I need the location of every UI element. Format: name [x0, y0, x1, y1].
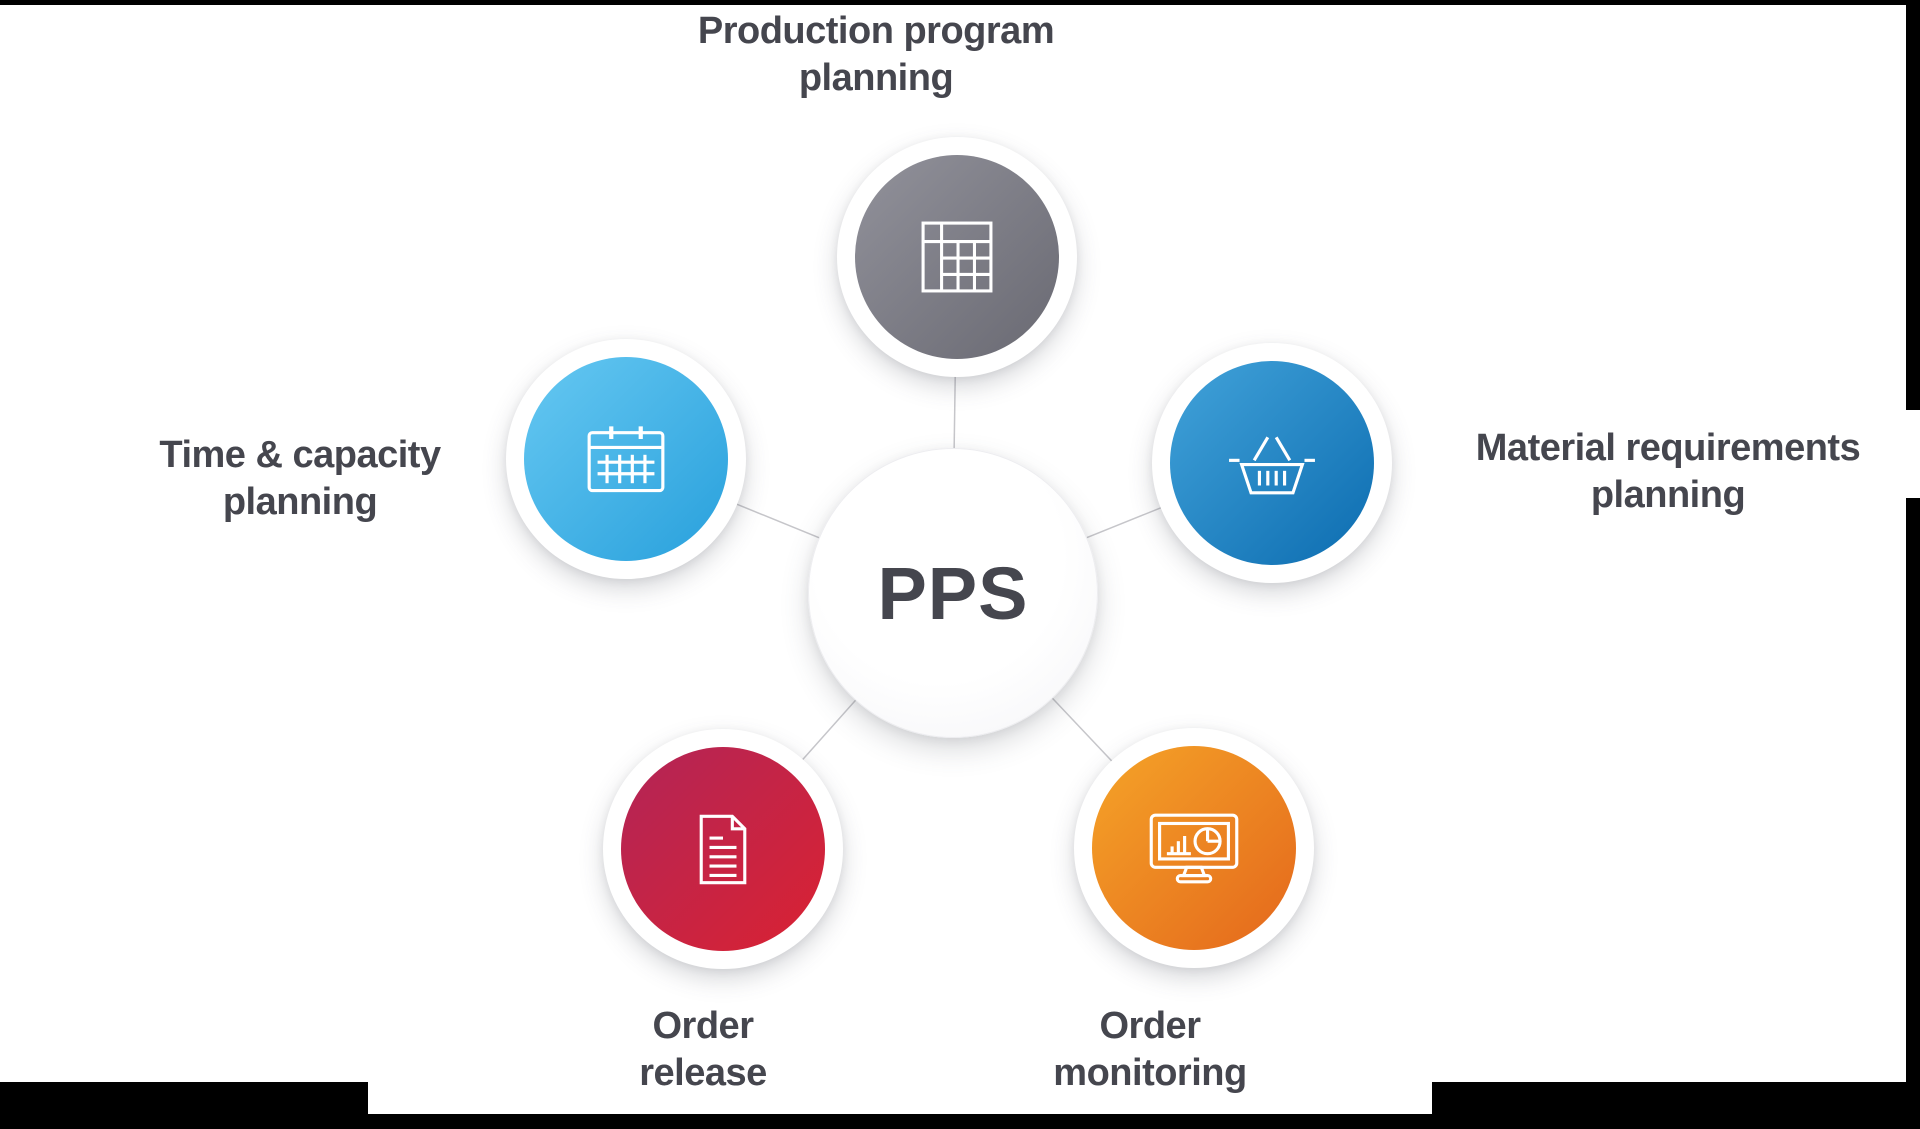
label-material-requirements-planning: Material requirements planning: [1408, 425, 1920, 519]
label-time-capacity-planning: Time & capacity planning: [80, 432, 520, 526]
label-line: monitoring: [1053, 1052, 1247, 1094]
node-order-release: [603, 729, 843, 969]
node-circle-production-program-planning: [855, 155, 1059, 359]
calendar-icon: [587, 426, 665, 493]
label-line: Order: [652, 1005, 754, 1047]
frame-right-strip-lower: [1906, 498, 1920, 1083]
node-ring: [837, 137, 1077, 377]
node-circle-order-release: [621, 747, 825, 951]
node-production-program-planning: [837, 137, 1077, 377]
hub-title: PPS: [877, 551, 1029, 635]
node-ring: [603, 729, 843, 969]
label-line: release: [639, 1052, 767, 1094]
frame-bottom-left-block: [0, 1082, 368, 1129]
node-ring: [506, 339, 746, 579]
node-circle-order-monitoring: [1092, 746, 1296, 950]
frame-right-strip-upper: [1906, 0, 1920, 410]
node-circle-time-capacity-planning: [524, 357, 728, 561]
label-line: Material requirements: [1475, 427, 1861, 469]
node-ring: [1152, 343, 1392, 583]
label-line: planning: [798, 57, 954, 99]
node-order-monitoring: [1074, 728, 1314, 968]
label-line: Production program: [697, 10, 1055, 52]
label-line: planning: [222, 481, 378, 523]
frame-bottom-mid-strip: [368, 1114, 1432, 1129]
label-line: Time & capacity: [159, 434, 441, 476]
label-line: planning: [1590, 474, 1746, 516]
node-circle-material-requirements-planning: [1170, 361, 1374, 565]
label-order-monitoring: Order monitoring: [980, 1003, 1320, 1097]
hub-circle: PPS: [808, 448, 1098, 738]
table-grid-icon: [921, 221, 993, 293]
label-line: Order: [1099, 1005, 1201, 1047]
frame-top-strip: [0, 0, 1920, 5]
frame-bottom-right-block: [1432, 1082, 1920, 1129]
document-icon: [699, 814, 747, 884]
node-ring: [1074, 728, 1314, 968]
shopping-basket-icon: [1229, 436, 1315, 494]
monitor-chart-icon: [1149, 813, 1239, 883]
label-order-release: Order release: [553, 1003, 853, 1097]
label-production-program-planning: Production program planning: [626, 8, 1126, 102]
node-time-capacity-planning: [506, 339, 746, 579]
node-material-requirements-planning: [1152, 343, 1392, 583]
